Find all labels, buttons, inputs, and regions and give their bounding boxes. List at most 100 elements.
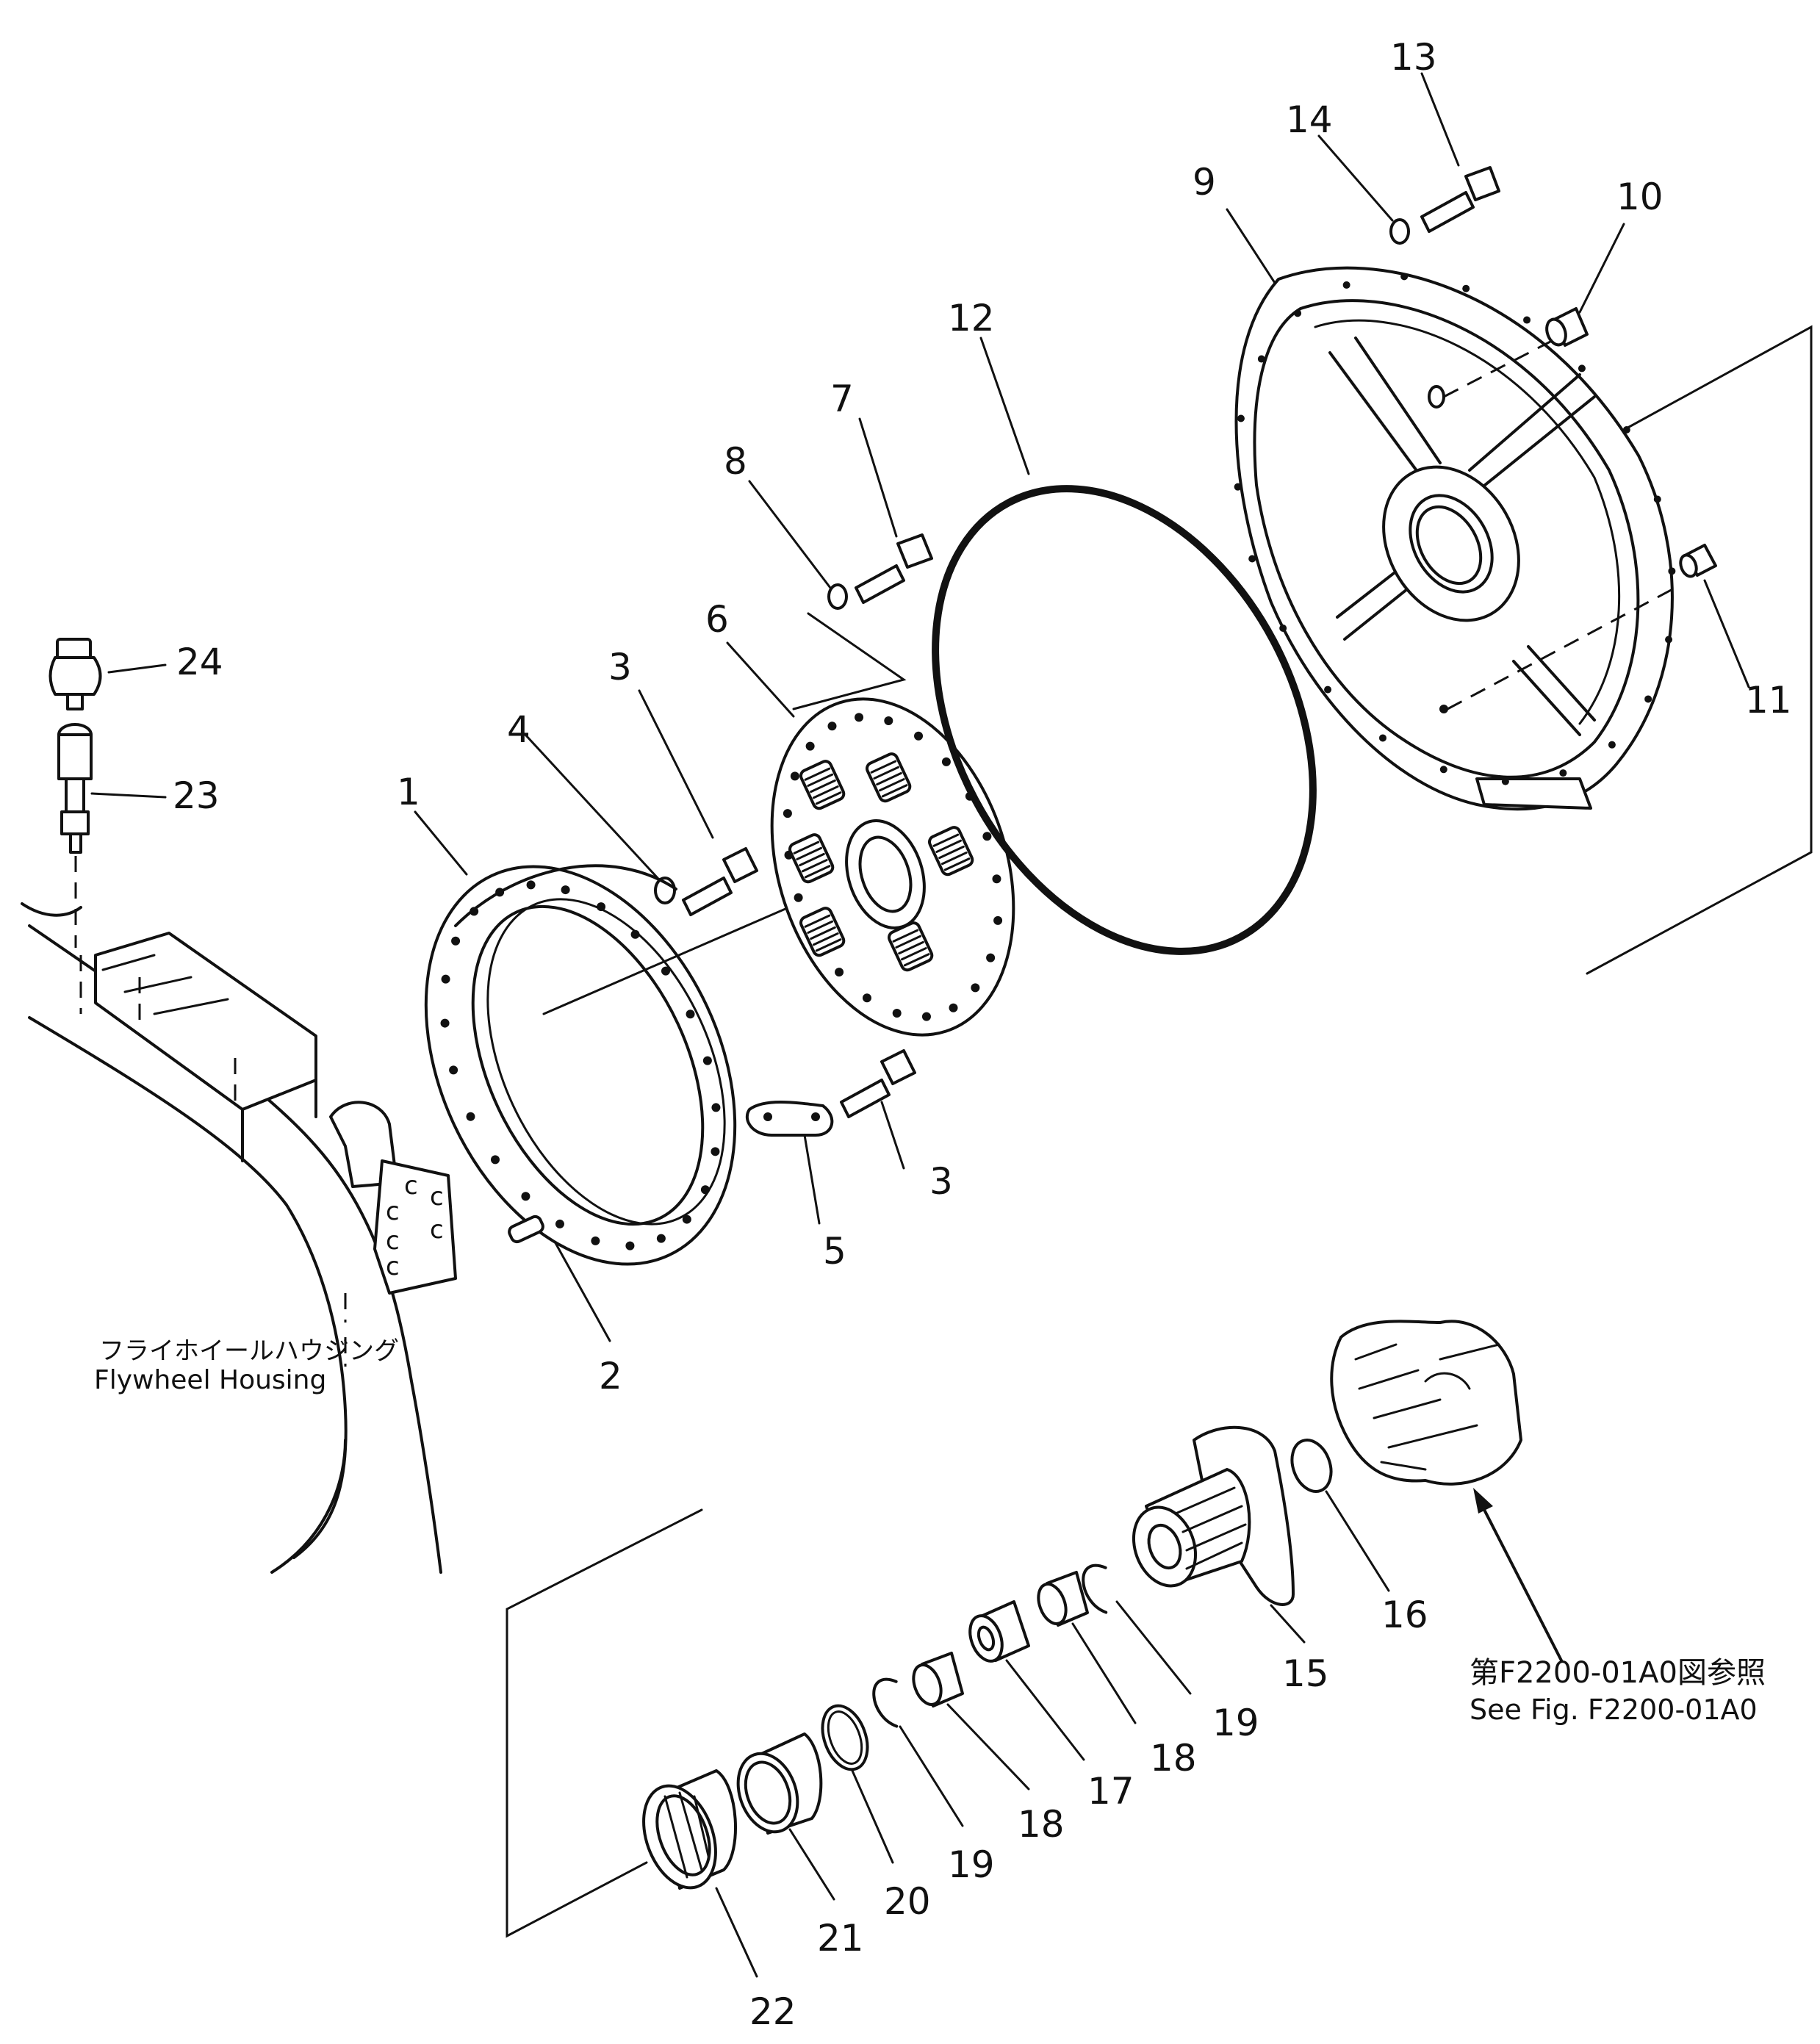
bolt-hole [597,902,606,912]
bolt-hole [656,1234,666,1243]
bolt-hole [794,893,803,902]
svg-text:c: c [430,1215,444,1245]
label-part-19-upper: 19 [1212,1702,1259,1744]
part-5-bracket [745,1101,834,1137]
flywheel-housing-en-label: Flywheel Housing [94,1365,326,1395]
spring-coil [895,935,922,949]
part-16-o-ring [1290,1439,1333,1493]
spring-coil [938,845,965,860]
label-part-10: 10 [1616,176,1663,218]
bolt-hole [862,993,871,1003]
spring-coil [804,914,831,928]
bolt-hole [700,1185,710,1195]
spring-coil [804,865,831,879]
part-9-cover [1234,266,1676,811]
part-2-pin [508,1214,544,1244]
spring-coil [807,920,834,934]
bolt-hole [1665,636,1673,644]
part-10-plug [1545,307,1589,347]
part-12-o-ring [932,485,1317,955]
bolt-hole [1248,555,1256,563]
spring-coil [935,839,963,853]
svg-text:c: c [386,1226,400,1256]
label-part-14: 14 [1286,98,1333,141]
spring-coil [804,767,831,781]
bolt-hole [1342,281,1350,289]
bolt-hole [835,968,844,977]
label-part-3-lower: 3 [929,1160,953,1203]
spring-coil [878,778,905,792]
part-7-bolt [855,533,933,604]
bolt-hole [884,716,893,725]
bolt-hole [1439,766,1447,774]
bolt-hole [441,974,450,984]
svg-text:c: c [404,1171,418,1201]
leader-lines [90,72,1750,1978]
bracket-line-lower [506,1508,703,1938]
bolt-hole [661,966,671,976]
part-19-snap-ring-upper [1082,1563,1108,1614]
bolt-hole [591,1236,600,1245]
transmission-reference [1330,1320,1522,1486]
spring-coil [812,932,839,946]
part-3-bolt-upper [682,847,758,916]
label-part-2: 2 [599,1355,622,1397]
part-1-ring [424,864,737,1266]
bolt-hole [682,1214,691,1224]
spring-coil [815,938,842,952]
bolt-hole [561,885,570,895]
label-part-3-upper: 3 [608,646,632,688]
part-15-flange-shaft [1132,1425,1295,1606]
bolt-hole [526,880,536,890]
bolt-hole [470,907,479,916]
bolt-hole [440,1018,450,1028]
bolt-hole [783,809,792,818]
label-part-22: 22 [749,1990,796,2033]
bolt-hole [1501,777,1509,785]
bolt-hole [1653,495,1661,503]
bolt-hole [827,721,837,731]
label-part-9: 9 [1193,161,1216,204]
bolt-hole [1523,316,1531,324]
reference-jp-label: 第F2200-01A0図参照 [1470,1656,1766,1690]
bolt-hole [1324,685,1332,694]
bolt-hole [521,1192,530,1201]
part-20-o-ring [821,1704,869,1771]
label-part-23: 23 [173,774,220,817]
label-part-17: 17 [1087,1770,1134,1813]
part-11-plug [1679,544,1717,578]
bolt-hole [495,888,505,897]
part-18-bearing-upper [1037,1571,1089,1627]
part-22-seal [642,1769,737,1890]
spring-coil [810,926,836,940]
label-part-18-upper: 18 [1150,1737,1197,1779]
bolt-hole [941,757,951,766]
bracket-line-8 [792,612,907,710]
part-24-sensor [48,638,102,710]
bolt-hole [1559,769,1567,777]
bolt-hole [449,1065,458,1075]
spring-coil [796,846,823,860]
bolt-hole [555,1219,564,1228]
spring-coil [881,784,908,798]
spring-coil [900,947,927,961]
bolt-hole [1257,355,1265,363]
label-part-15: 15 [1282,1652,1329,1695]
bolt-hole [1237,414,1245,422]
bolt-hole [702,1056,712,1065]
bolt-hole [892,1009,902,1018]
part-19-snap-ring-lower [872,1677,899,1728]
bolt-hole [451,936,461,946]
flywheel-housing-jp-label: フライホイールハウジング [99,1336,399,1366]
label-part-5: 5 [823,1230,846,1273]
label-part-13: 13 [1390,36,1437,79]
bolt-hole [986,953,996,962]
label-part-21: 21 [817,1917,864,1960]
bolt-hole [790,771,799,781]
part-17-collar [968,1600,1030,1663]
bolt-hole [1578,364,1586,373]
spring-coil [870,760,897,774]
label-part-7: 7 [830,378,854,420]
